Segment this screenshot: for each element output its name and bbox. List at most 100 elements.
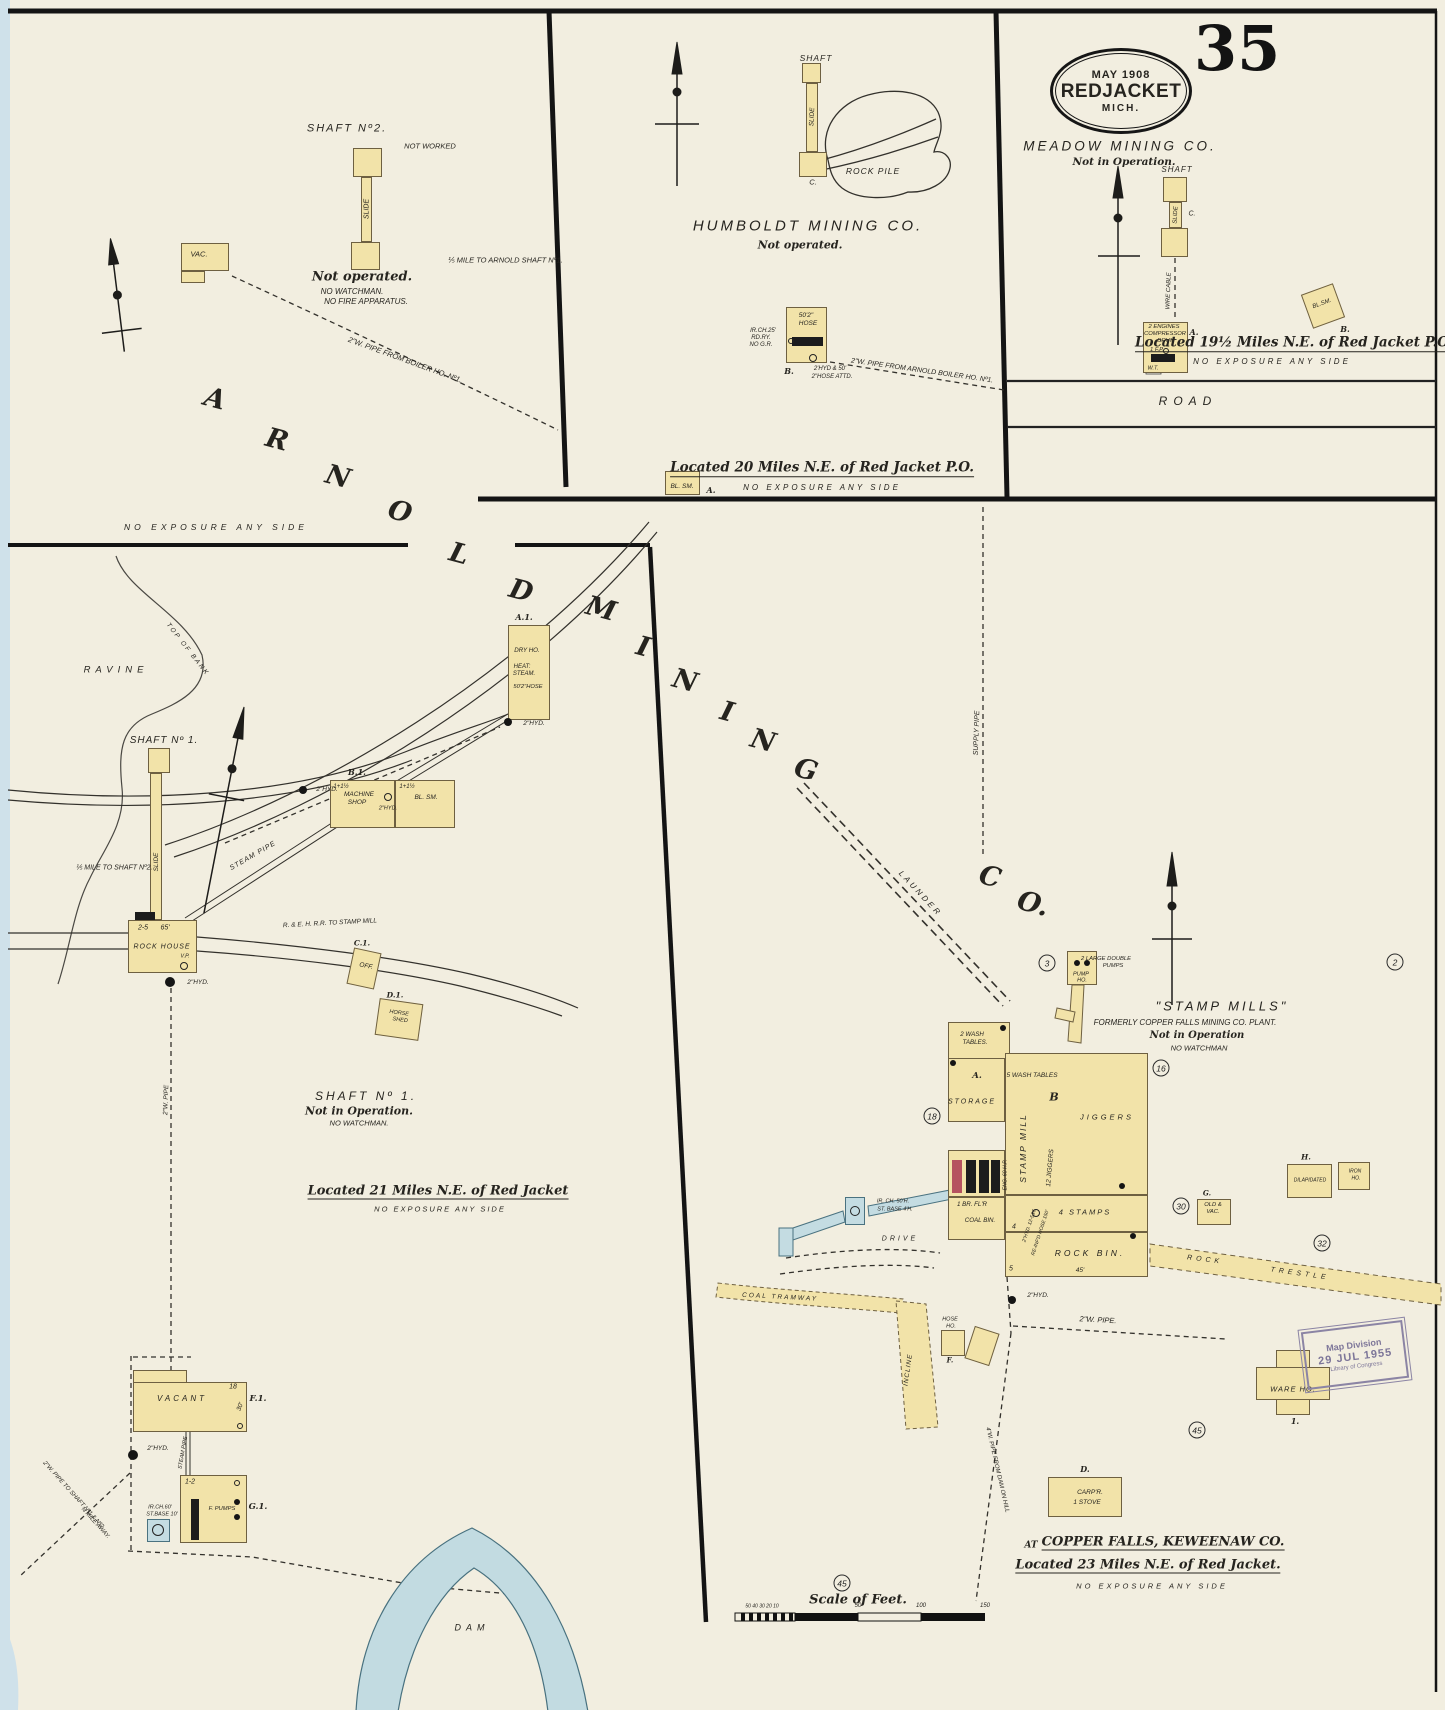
map-label: TOP OF BANK [164,621,211,678]
north-arrow-icon [101,238,142,352]
map-label: 2"W. PIPE FROM BOILER HO. Nº1. [346,334,464,385]
map-label: HEAT: [513,664,531,670]
map-label: A. [706,485,716,495]
map-label: C [975,859,1005,895]
map-label: B [1049,1090,1059,1104]
equipment-circle [152,1524,164,1536]
road-lines [1007,379,1436,429]
shaft-no1-label: SHAFT Nº 1. [314,1089,418,1103]
map-label: ¼ MILE AWAY. [79,1506,111,1540]
meadow-location: Located 19½ Miles N.E. of Red Jacket P.O… [1135,336,1445,352]
map-label: VAC. [190,249,208,259]
map-city: REDJACKET [1060,80,1182,102]
shaft2-slide [361,177,372,242]
map-label: 2"HYD. [523,719,545,727]
map-label: SUPPLY PIPE [972,710,982,756]
map-label: HO. [1077,977,1087,984]
map-label: C. [1188,210,1196,218]
map-label: 4 [1012,1223,1016,1231]
sheet-number: 35 [1194,12,1281,85]
map-label: 1+1½ [399,784,415,790]
dam-river [355,1527,589,1710]
hydrant-dot [234,1514,240,1520]
map-label: Not operated. [757,238,843,252]
map-label: D. [1080,1464,1090,1474]
map-label: 65' [160,924,170,932]
map-label: 5 [1009,1265,1013,1273]
map-label: 2"HYD. [147,1444,169,1452]
vacant-building [181,243,229,271]
paper-edge [0,0,10,1710]
map-label: SLIDE [152,852,160,872]
map-label: NO G.R. [749,342,773,348]
boiler-bar [952,1160,962,1193]
building [799,152,827,177]
map-label: SHAFT [1161,165,1193,174]
building [1256,1367,1330,1400]
north-arrow-icon [203,706,245,914]
map-label: A [200,381,230,417]
dry-house [508,625,550,720]
stamp-mill-main [1005,1053,1148,1195]
map-label: CARP'R. [1077,1488,1103,1496]
map-label: NO EXPOSURE ANY SIDE [1193,357,1351,366]
stamps-row [1005,1195,1148,1232]
map-label: STEAM. [512,671,536,677]
map-label: M [582,590,620,628]
hydrant-dot [504,718,512,726]
map-label: NO EXPOSURE ANY SIDE [743,483,901,492]
map-label: 50 [854,1603,862,1609]
map-label: STEAM PIPE [177,1436,190,1470]
black-bar [979,1160,989,1193]
rock-house-label: ROCK HOUSE [133,943,191,951]
railroad-tracks [7,521,658,1017]
map-label: D [505,572,537,610]
meadow-title: MEADOW MINING CO. [1023,138,1217,154]
ware-house-label: WARE HO. [1270,1384,1316,1394]
map-label: F. PUMPS [208,1506,236,1513]
hose-house [941,1330,965,1356]
north-arrow-icon [1098,165,1140,345]
map-label: A. [1189,327,1199,337]
map-label: R [262,422,292,458]
map-label: 2 WASH [960,1030,984,1038]
map-label: 1 BR. FL'R [956,1200,988,1208]
map-label: WIRE CABLE [1165,272,1173,310]
map-label: 5 WASH TABLES [1006,1071,1058,1079]
map-label: 2-5 [137,924,149,932]
map-state: MICH. [1101,102,1141,114]
equipment-circle [1032,1209,1040,1217]
humboldt-hose-house [786,307,827,363]
map-label: N [747,722,779,760]
blacksmith-shop [395,780,455,828]
rock-bin [1005,1232,1148,1277]
map-label: 2"HYD. [378,805,398,812]
circled-number: 18 [923,1107,941,1125]
map-label: IR.CH.25' [750,328,776,334]
building [133,1382,247,1432]
shaft1-slide [150,773,162,920]
humboldt-location: Located 20 Miles N.E. of Red Jacket P.O. [670,459,974,477]
equipment-circle [809,354,817,362]
map-label: VAC. [1206,1209,1220,1216]
dam-label: DAM [454,1622,490,1633]
shaft-no2-label: SHAFT Nº2. [306,122,388,135]
map-label: AT [1024,1540,1038,1551]
meadow-shaft [1163,177,1187,202]
map-label: STORAGE [947,1098,997,1106]
map-label: ST. BASE 4'H. [877,1206,913,1213]
map-label: 1 STOVE [1073,1498,1101,1506]
map-label: ⅕ MILE TO SHAFT Nº2. [75,864,153,872]
map-label: 2"W. PIPE FROM ARNOLD BOILER HO. Nº1. [850,357,994,385]
hydrant-dot [1130,1233,1136,1239]
map-label: SHAFT [799,52,833,63]
map-label: ST.BASE 10' [146,1511,178,1518]
map-label: 1 F.P. [1150,347,1164,354]
map-label: 50'2"HOSE [513,684,543,691]
map-label: BL. SM. [414,793,438,801]
yellow-structures [715,984,1442,1430]
map-label: ⅕ MILE TO ARNOLD SHAFT Nº1. [447,255,563,265]
map-label: C. [809,177,817,187]
